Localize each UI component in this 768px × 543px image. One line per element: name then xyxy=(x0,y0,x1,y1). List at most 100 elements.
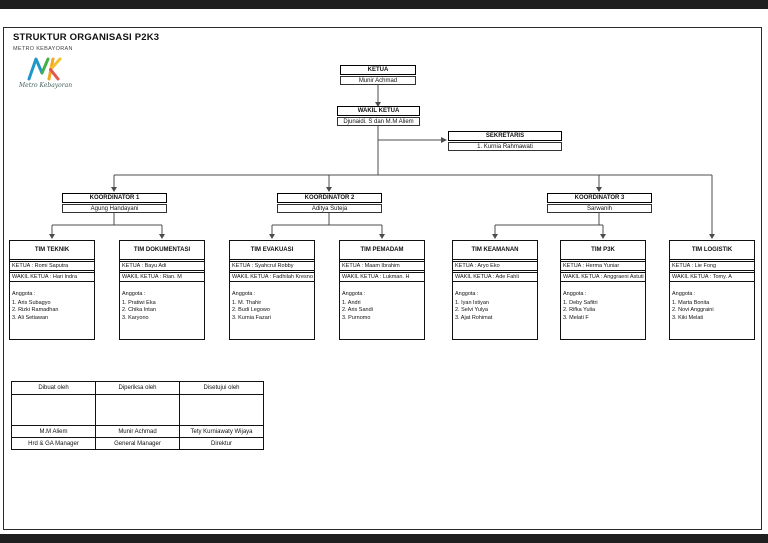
team-box-dokumentasi: TIM DOKUMENTASI KETUA : Bayu Adi WAKIL K… xyxy=(119,240,205,340)
team-wakil: WAKIL KETUA : Rian. M xyxy=(120,272,204,282)
team-wakil: WAKIL KETUA : Fadhilah Kresno xyxy=(230,272,314,282)
team-title: TIM LOGISTIK xyxy=(670,241,754,260)
approval-role-cell: General Manager xyxy=(95,437,180,450)
team-ketua: KETUA : Maam Ibrahim xyxy=(340,261,424,271)
team-wakil: WAKIL KETUA : Hari Indra xyxy=(10,272,94,282)
team-title: TIM P3K xyxy=(561,241,645,260)
member-item: 3. Karyono xyxy=(122,314,149,321)
team-ketua: KETUA : Syahcrul Robby xyxy=(230,261,314,271)
team-members: Anggota : 1. Pratiwi Eka 2. Chika Intan … xyxy=(120,282,204,322)
ketua-title: KETUA xyxy=(340,65,416,75)
member-item: 2. Selvi Yulya xyxy=(455,307,488,313)
member-item: 3. Kurnia Fazari xyxy=(232,314,271,321)
sekretaris-box: SEKRETARIS 1. Kurnia Rahmawati xyxy=(448,131,562,151)
team-title: TIM EVAKUASI xyxy=(230,241,314,260)
wakil-ketua-box: WAKIL KETUA Djunaidi. S dan M.M Aliem xyxy=(337,106,420,126)
page-border-frame xyxy=(3,27,762,530)
member-item: 2. Budi Legowo xyxy=(232,307,270,313)
sekretaris-name: 1. Kurnia Rahmawati xyxy=(448,142,562,151)
approval-header-cell: Dibuat oleh xyxy=(11,381,96,395)
team-ketua: KETUA : Lie Fong xyxy=(670,261,754,271)
approval-role-cell: Direktur xyxy=(179,437,264,450)
team-members: Anggota : 1. M. Thahir 2. Budi Legowo 3.… xyxy=(230,282,314,322)
team-box-pemadam: TIM PEMADAM KETUA : Maam Ibrahim WAKIL K… xyxy=(339,240,425,340)
viewer-top-bar xyxy=(0,0,768,9)
viewer-bottom-bar xyxy=(0,534,768,543)
approval-name-cell: M.M Aliem xyxy=(11,425,96,438)
member-item: 3. Ali Setiawan xyxy=(12,314,49,321)
mk-logo-icon xyxy=(27,57,62,81)
anggota-label: Anggota : xyxy=(232,291,256,297)
page-title: STRUKTUR ORGANISASI P2K3 xyxy=(13,32,160,43)
team-members: Anggota : 1. Marta Bonita 2. Novi Anggra… xyxy=(670,282,754,322)
member-item: 2. Rifka Yulia xyxy=(563,307,596,313)
member-item: 3. Ajat Rohimat xyxy=(455,314,493,321)
approval-header-row: Dibuat oleh Diperiksa oleh Disetujui ole… xyxy=(11,381,264,395)
anggota-label: Anggota : xyxy=(122,291,146,297)
approval-header-cell: Disetujui oleh xyxy=(179,381,264,395)
member-item: 1. Pratiwi Eka xyxy=(122,299,156,306)
koordinator3-title: KOORDINATOR 3 xyxy=(547,193,652,203)
team-title: TIM TEKNIK xyxy=(10,241,94,260)
page-subtitle: METRO KEBAYORAN xyxy=(13,46,73,52)
koordinator2-name: Aditya Suteja xyxy=(277,204,382,213)
koordinator3-name: Sarwanih xyxy=(547,204,652,213)
koordinator3-box: KOORDINATOR 3 Sarwanih xyxy=(547,193,652,213)
team-box-logistik: TIM LOGISTIK KETUA : Lie Fong WAKIL KETU… xyxy=(669,240,755,340)
team-members: Anggota : 1. Andri 2. Aris Sandi 3. Purn… xyxy=(340,282,424,322)
wakil-ketua-name: Djunaidi. S dan M.M Aliem xyxy=(337,117,420,126)
team-wakil: WAKIL KETUA : Lukman. H xyxy=(340,272,424,282)
team-ketua: KETUA : Romi Saputra xyxy=(10,261,94,271)
member-item: 1. Marta Bonita xyxy=(672,299,710,306)
signature-cell xyxy=(11,394,96,426)
team-box-p3k: TIM P3K KETUA : Herma Yuniar WAKIL KETUA… xyxy=(560,240,646,340)
logo-caption: Metro Kebayoran xyxy=(19,82,73,89)
team-wakil: WAKIL KETUA : Anggraeni Astuti xyxy=(561,272,645,282)
member-item: 2. Chika Intan xyxy=(122,307,156,313)
anggota-label: Anggota : xyxy=(563,291,587,297)
team-box-keamanan: TIM KEAMANAN KETUA : Aryo Eko WAKIL KETU… xyxy=(452,240,538,340)
anggota-label: Anggota : xyxy=(342,291,366,297)
anggota-label: Anggota : xyxy=(12,291,36,297)
team-wakil: WAKIL KETUA : Ade Fahli xyxy=(453,272,537,282)
approval-name-cell: Munir Achmad xyxy=(95,425,180,438)
signature-cell xyxy=(179,394,264,426)
approval-name-row: M.M Aliem Munir Achmad Tety Kurniawaty W… xyxy=(11,425,264,438)
sekretaris-title: SEKRETARIS xyxy=(448,131,562,141)
member-item: 3. Purnomo xyxy=(342,314,371,321)
team-members: Anggota : 1. Deby Safitri 2. Rifka Yulia… xyxy=(561,282,645,322)
anggota-label: Anggota : xyxy=(455,291,479,297)
team-ketua: KETUA : Herma Yuniar xyxy=(561,261,645,271)
approval-role-row: Hrd & GA Manager General Manager Direktu… xyxy=(11,437,264,450)
member-item: 1. Aris Subagyo xyxy=(12,299,51,306)
team-box-evakuasi: TIM EVAKUASI KETUA : Syahcrul Robby WAKI… xyxy=(229,240,315,340)
koordinator2-title: KOORDINATOR 2 xyxy=(277,193,382,203)
member-item: 3. Melati F xyxy=(563,314,589,321)
team-members: Anggota : 1. Aris Subagyo 2. Rizki Ramad… xyxy=(10,282,94,322)
koordinator1-title: KOORDINATOR 1 xyxy=(62,193,167,203)
member-item: 2. Rizki Ramadhan xyxy=(12,307,59,313)
team-ketua: KETUA : Aryo Eko xyxy=(453,261,537,271)
anggota-label: Anggota : xyxy=(672,291,696,297)
koordinator1-box: KOORDINATOR 1 Agung Handayani xyxy=(62,193,167,213)
signature-row xyxy=(11,394,264,426)
approval-table: Dibuat oleh Diperiksa oleh Disetujui ole… xyxy=(11,381,264,450)
team-ketua: KETUA : Bayu Adi xyxy=(120,261,204,271)
member-item: 1. Deby Safitri xyxy=(563,299,598,306)
ketua-name: Munir Achmad xyxy=(340,76,416,85)
team-title: TIM DOKUMENTASI xyxy=(120,241,204,260)
team-box-teknik: TIM TEKNIK KETUA : Romi Saputra WAKIL KE… xyxy=(9,240,95,340)
member-item: 1. Andri xyxy=(342,299,361,306)
member-item: 1. Iyan Istiyan xyxy=(455,299,489,306)
ketua-box: KETUA Munir Achmad xyxy=(340,65,416,85)
member-item: 3. Kiki Melati xyxy=(672,314,704,321)
team-wakil: WAKIL KETUA : Tomy. A xyxy=(670,272,754,282)
approval-name-cell: Tety Kurniawaty Wijaya xyxy=(179,425,264,438)
approval-role-cell: Hrd & GA Manager xyxy=(11,437,96,450)
team-members: Anggota : 1. Iyan Istiyan 2. Selvi Yulya… xyxy=(453,282,537,322)
koordinator2-box: KOORDINATOR 2 Aditya Suteja xyxy=(277,193,382,213)
signature-cell xyxy=(95,394,180,426)
member-item: 1. M. Thahir xyxy=(232,299,262,306)
member-item: 2. Novi Anggraini xyxy=(672,307,714,313)
